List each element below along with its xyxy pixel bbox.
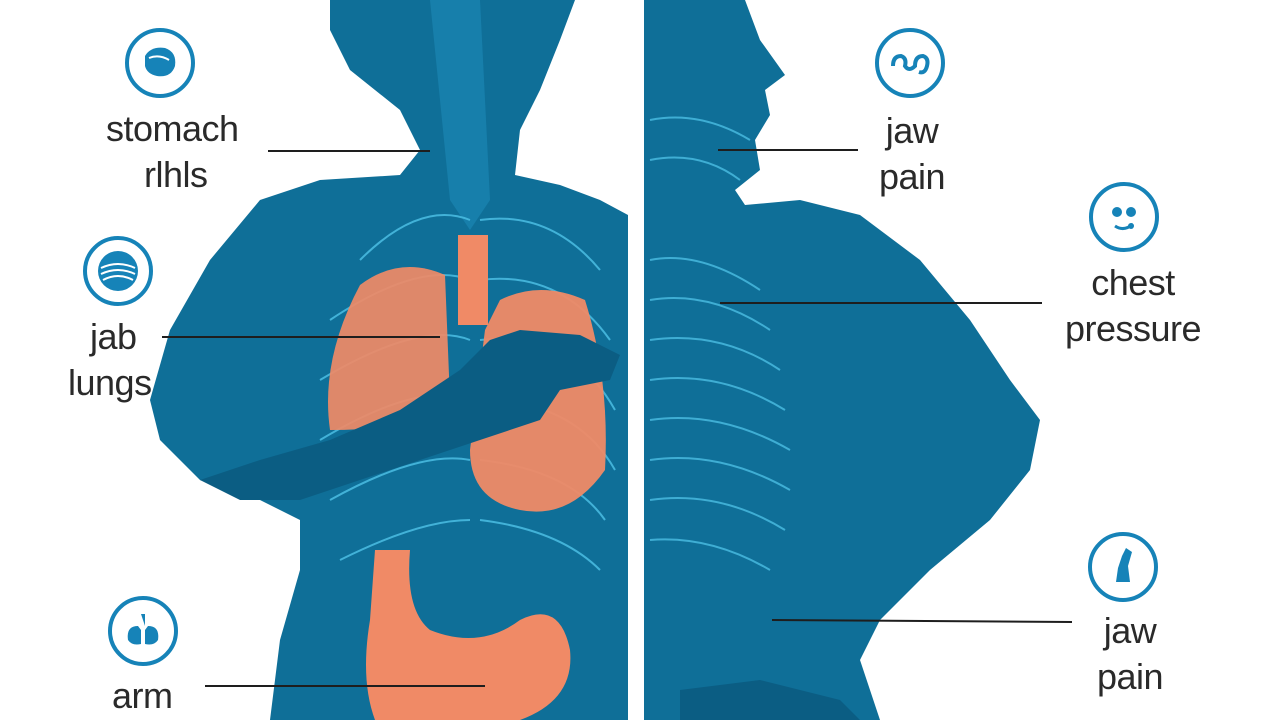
trachea: [458, 235, 488, 325]
label-ribs: rlhls: [144, 154, 208, 195]
left-spine: [430, 0, 490, 230]
face-icon: [1089, 182, 1159, 252]
label-arm-text: arm: [112, 675, 173, 716]
label-pain-top: pain: [878, 156, 946, 197]
label-stomach-ribs: stomach rlhls: [106, 106, 239, 198]
right-arm-shadow: [680, 680, 860, 720]
lungs-icon: [83, 236, 153, 306]
lungs-small-icon: [108, 596, 178, 666]
label-chest-pressure: chest pressure: [1046, 260, 1220, 352]
label-lungs: lungs: [68, 362, 152, 403]
label-jab: jab: [90, 316, 137, 357]
stomach-organ: [366, 550, 571, 720]
left-figure: [150, 0, 628, 720]
center-divider: [628, 0, 644, 720]
right-ribcage: [649, 116, 791, 571]
label-jaw-pain-bottom: jaw pain: [1080, 608, 1180, 700]
right-figure-silhouette: [644, 0, 1040, 720]
label-pain-bottom: pain: [1096, 656, 1164, 697]
label-chest: chest: [1091, 262, 1175, 303]
right-figure: [644, 0, 1040, 720]
label-jaw-top: jaw: [885, 110, 939, 151]
leader-lines: [162, 149, 1073, 687]
label-jaw-bottom: jaw: [1103, 610, 1157, 651]
arm-icon: [1088, 532, 1158, 602]
label-arm: arm: [112, 673, 173, 719]
label-stomach: stomach: [106, 108, 239, 149]
jaw-icon: [875, 28, 945, 98]
hand-on-chest: [200, 330, 620, 500]
label-jab-lungs: jab lungs: [68, 314, 152, 406]
label-jaw-pain-top: jaw pain: [862, 108, 962, 200]
leader-line-jaw-bottom: [771, 619, 1073, 623]
label-pressure: pressure: [1064, 308, 1202, 349]
left-lung-organ: [328, 267, 450, 430]
stomach-icon: [125, 28, 195, 98]
